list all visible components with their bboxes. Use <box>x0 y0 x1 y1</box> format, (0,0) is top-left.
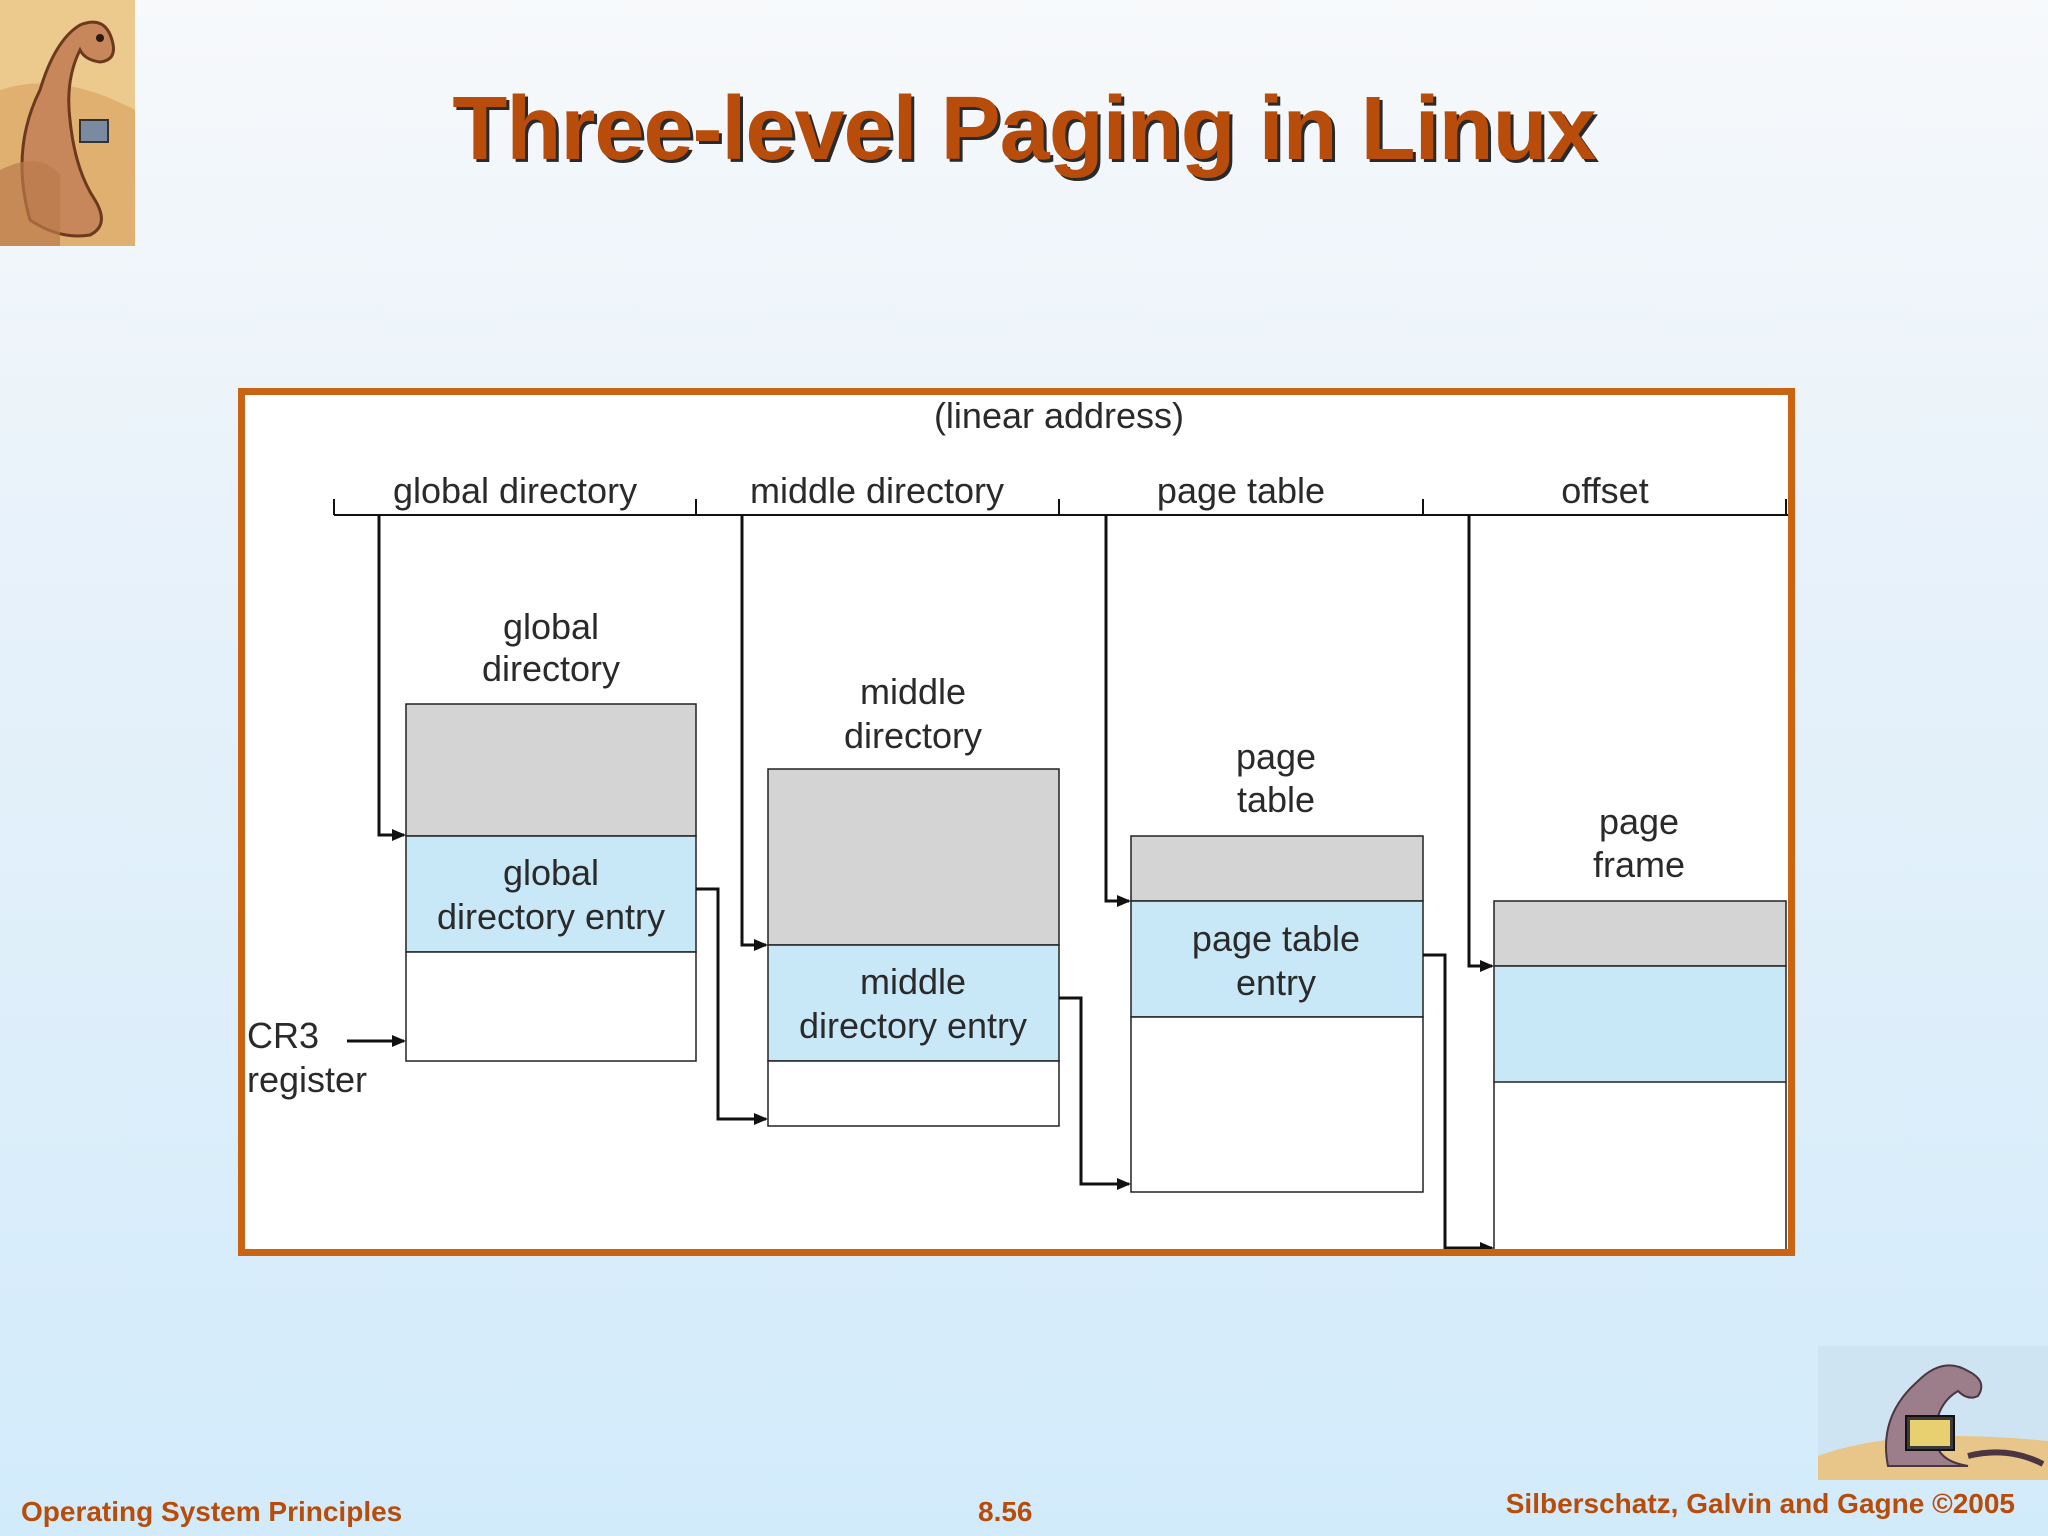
dinosaur-logo-icon <box>0 0 135 246</box>
middle-directory-title-2: directory <box>844 715 982 756</box>
global-directory-entry-2: directory entry <box>437 896 665 937</box>
cr3-label-1: CR3 <box>247 1015 319 1056</box>
arrow-middle-entry <box>1059 996 1131 1190</box>
global-directory-title-1: global <box>503 606 599 647</box>
arrow-page-table-entry <box>1423 953 1494 1249</box>
footer-course: Operating System Principles <box>21 1496 403 1527</box>
page-frame-box <box>1493 900 1787 1249</box>
diagram-frame: (linear address) global directory middle… <box>238 388 1795 1256</box>
footer-slide-number: 8.56 <box>978 1496 1033 1527</box>
footer-copyright: Silberschatz, Galvin and Gagne ©2005 <box>1505 1488 2015 1519</box>
field-middle-directory: middle directory <box>750 470 1004 511</box>
page-table-box <box>1130 835 1424 1193</box>
arrow-offset-field <box>1467 515 1494 972</box>
cr3-label-2: register <box>247 1059 367 1100</box>
global-directory-title-2: directory <box>482 648 620 689</box>
global-directory-table <box>405 703 697 1062</box>
arrow-global-entry <box>696 887 768 1125</box>
arrow-page-table-field <box>1104 515 1131 907</box>
linear-address-label: (linear address) <box>934 395 1184 436</box>
page-table-entry-2: entry <box>1236 962 1316 1003</box>
page-table-entry-1: page table <box>1192 918 1360 959</box>
arrow-middle-field <box>740 515 768 951</box>
page-table-title-1: page <box>1236 736 1316 777</box>
slide-title: Three-level Paging in Linux <box>452 79 1596 179</box>
field-global-directory: global directory <box>393 470 637 511</box>
field-offset: offset <box>1561 470 1648 511</box>
middle-directory-entry-2: directory entry <box>799 1005 1027 1046</box>
arrow-global-field <box>377 515 406 841</box>
middle-directory-table <box>767 768 1060 1127</box>
page-frame-title-2: frame <box>1593 844 1685 885</box>
page-frame-title-1: page <box>1599 801 1679 842</box>
middle-directory-title-1: middle <box>860 671 966 712</box>
page-table-title-2: table <box>1237 779 1315 820</box>
global-directory-entry-1: global <box>503 852 599 893</box>
middle-directory-entry-1: middle <box>860 961 966 1002</box>
field-page-table: page table <box>1157 470 1325 511</box>
paging-diagram: (linear address) global directory middle… <box>247 395 1788 1249</box>
dinosaur-laptop-icon <box>1818 1346 2048 1480</box>
